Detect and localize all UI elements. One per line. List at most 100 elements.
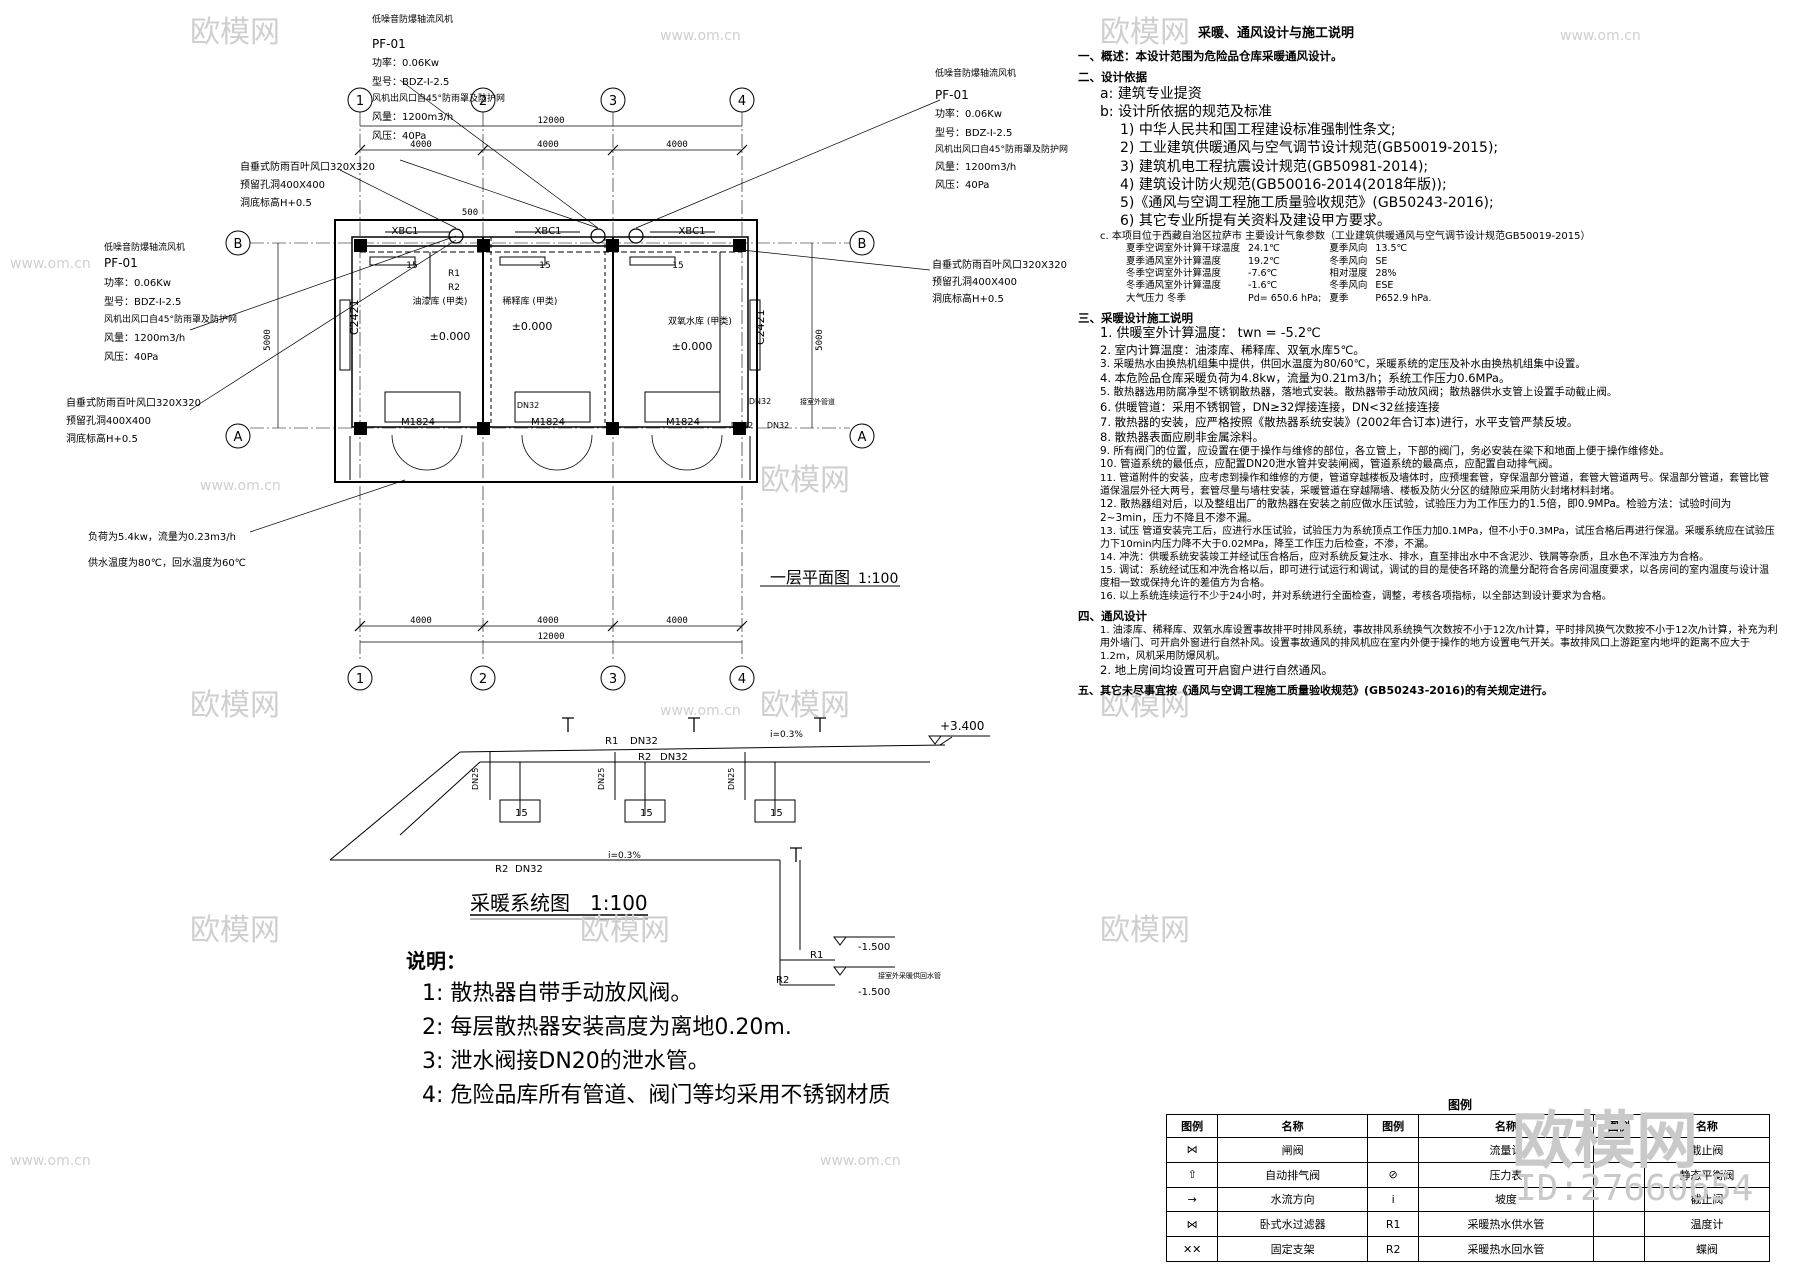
window-xbc1-1: XBC1 (392, 226, 419, 237)
room-3-name: 双氧水库 (甲类) (668, 315, 732, 327)
elev-bottom-2: -1.500 (858, 987, 890, 998)
svg-text:低噪音防爆轴流风机: 低噪音防爆轴流风机 (372, 13, 453, 25)
sys-dn32-2: DN32 (660, 752, 688, 763)
axis-4-top: 4 (738, 94, 746, 109)
door-m1824-2: M1824 (531, 417, 565, 428)
axis-3-top: 3 (609, 94, 617, 109)
heat-13: 13. 试压 管道安装完工后，应进行水压试验，试验压力为系统顶点工作压力加0.1… (1100, 526, 1775, 551)
watermark-site-layer: www.om.cn www.om.cn www.om.cn www.om.cn … (10, 28, 1641, 1169)
svg-text:欧模网: 欧模网 (580, 913, 670, 948)
svg-text:低噪音防爆轴流风机: 低噪音防爆轴流风机 (104, 241, 185, 253)
dim-span-2: 4000 (537, 140, 559, 150)
sys-dn25-3: DN25 (727, 768, 736, 790)
axis-2-bottom: 2 (479, 672, 487, 687)
svg-text:自垂式防雨百叶风口320X320: 自垂式防雨百叶风口320X320 (240, 160, 375, 173)
svg-text:风量：1200m3/h: 风量：1200m3/h (104, 332, 185, 344)
dim-span-3-bottom: 4000 (666, 616, 688, 626)
room-2-level: ±0.000 (512, 320, 553, 333)
axis-b-right: B (858, 237, 867, 252)
sys-rad-1: 15 (515, 808, 528, 819)
watermark-id: ID:27660654 (1515, 1168, 1754, 1209)
svg-text:欧模网: 欧模网 (190, 15, 280, 50)
std-2: 2) 工业建筑供暖通风与空气调节设计规范(GB50019-2015); (1120, 140, 1499, 157)
sys-r2-entry: R2 (776, 975, 789, 986)
pipe-dn32-3: DN32 (731, 421, 753, 430)
svg-text:洞底标高H+0.5: 洞底标高H+0.5 (240, 196, 312, 209)
louver-callout-a: 自垂式防雨百叶风口320X320 预留孔洞400X400 洞底标高H+0.5 (240, 160, 375, 209)
svg-text:自垂式防雨百叶风口320X320: 自垂式防雨百叶风口320X320 (66, 396, 201, 409)
svg-text:洞底标高H+0.5: 洞底标高H+0.5 (932, 292, 1004, 305)
svg-text:欧模网: 欧模网 (190, 913, 280, 948)
slope-top: i=0.3% (770, 730, 803, 740)
system-scale: 1:100 (590, 891, 648, 915)
dim-depth-left: 5000 (263, 329, 273, 351)
dim-span-1: 4000 (410, 140, 432, 150)
axis-1-top: 1 (356, 94, 364, 109)
floor-plan (189, 79, 941, 660)
heat-1: 1. 供暖室外计算温度： twn = -5.2℃ (1100, 325, 1321, 341)
svg-text:型号：BDZ-I-2.5: 型号：BDZ-I-2.5 (372, 75, 449, 88)
std-5: 5)《通风与空调工程施工质量验收规范》(GB50243-2016); (1120, 194, 1494, 211)
room-1-name: 油漆库 (甲类) (413, 295, 468, 307)
elev-top: +3.400 (940, 719, 984, 733)
sys-rad-2: 15 (640, 808, 653, 819)
svg-text:欧模网: 欧模网 (1100, 913, 1190, 948)
general-note-3: 3: 泄水阀接DN20的泄水管。 (422, 1049, 710, 1075)
general-note-2: 2: 每层散热器安装高度为离地0.20m. (422, 1015, 792, 1041)
notes-b: b: 设计所依据的规范及标准 (1100, 103, 1273, 120)
plan-scale: 1:100 (858, 571, 898, 587)
svg-text:www.om.cn: www.om.cn (1560, 28, 1641, 44)
window-xbc1-2: XBC1 (535, 226, 562, 237)
heat-4: 4. 本危险品仓库采暖负荷为4.8kw，流量为0.21m3/h；系统工作压力0.… (1100, 371, 1511, 386)
svg-text:预留孔洞400X400: 预留孔洞400X400 (240, 178, 325, 191)
side-window-left: C2421 (348, 299, 361, 335)
svg-text:www.om.cn: www.om.cn (200, 478, 281, 494)
louver-callout-c: 自垂式防雨百叶风口320X320 预留孔洞400X400 洞底标高H+0.5 (66, 396, 201, 445)
svg-text:欧模网: 欧模网 (190, 688, 280, 723)
svg-text:预留孔洞400X400: 预留孔洞400X400 (932, 275, 1017, 288)
sys-r1-label: R1 (605, 736, 618, 747)
pipe-dn32-4: DN32 (767, 421, 789, 430)
heat-12: 12. 散热器组对后，以及整组出厂的散热器在安装之前应做水压试验，试验压力为工作… (1100, 498, 1732, 524)
heat-14: 14. 冲洗：供暖系统安装竣工并经试压合格后，应对系统反复注水、排水，直至排出水… (1100, 552, 1710, 564)
stop-valve-icon (1592, 1137, 1645, 1163)
std-6: 6) 其它专业所提有关资料及建设甲方要求。 (1120, 213, 1391, 230)
balance-valve-icon (1592, 1161, 1645, 1188)
sys-r2-bottom: R2 (495, 864, 508, 875)
heat-5: 5. 散热器选用防腐净型不锈钢散热器，落地式安装。散热器带手动放风阀；散热器供水… (1100, 386, 1618, 399)
sys-dn32-3: DN32 (515, 864, 543, 875)
notes-a: a: 建筑专业提资 (1100, 85, 1202, 102)
heat-7: 7. 散热器的安装，应严格按照《散热器系统安装》(2002年合订本)进行，水平支… (1100, 414, 1579, 429)
general-note-4: 4: 危险品库所有管道、阀门等均采用不锈钢材质 (422, 1083, 891, 1109)
watermark-logo: 欧模网 (1512, 1104, 1699, 1177)
svg-text:欧模网: 欧模网 (1100, 15, 1190, 50)
butterfly-valve-icon (1592, 1236, 1645, 1262)
axis-b-left: B (234, 237, 243, 252)
vent-1: 1. 油漆库、稀释库、双氧水库设置事故排平时排风系统，事故排风系统换气次数按不小… (1100, 625, 1778, 663)
elev-bottom-1: -1.500 (858, 942, 890, 953)
dim-depth-right: 5000 (815, 329, 825, 351)
heat-8: 8. 散热器表面应刷非金属涂料。 (1100, 429, 1265, 444)
svg-text:型号：BDZ-I-2.5: 型号：BDZ-I-2.5 (104, 295, 181, 308)
svg-text:www.om.cn: www.om.cn (820, 1153, 901, 1169)
std-1: 1) 中华人民共和国工程建设标准强制性条文; (1120, 122, 1396, 139)
axis-a-left: A (234, 430, 243, 445)
room-2-name: 稀释库 (甲类) (503, 295, 558, 307)
flow-meter-icon (1366, 1137, 1420, 1163)
notes-c: c. 本项目位于西藏自治区拉萨市 主要设计气象参数（工业建筑供暖通风与空气调节设… (1100, 231, 1591, 243)
notes-section-5: 五、其它未尽事宜按《通风与空调工程施工质量验收规范》(GB50243-2016)… (1078, 684, 1553, 698)
design-notes: 采暖、通风设计与施工说明 一、概述：本设计范围为危险品仓库采暖通风设计。 二、设… (1078, 26, 1778, 699)
sys-r2-label: R2 (638, 752, 651, 763)
axis-a-right: A (858, 430, 867, 445)
svg-text:功率：0.06Kw: 功率：0.06Kw (104, 276, 171, 289)
sys-dn32-1: DN32 (630, 736, 658, 747)
svg-text:风压：40Pa: 风压：40Pa (104, 351, 158, 363)
svg-text:负荷为5.4kw，流量为0.23m3/h: 负荷为5.4kw，流量为0.23m3/h (88, 530, 236, 543)
window-xbc1-3: XBC1 (679, 226, 706, 237)
general-notes-head: 说明： (406, 949, 466, 973)
svg-text:低噪音防爆轴流风机: 低噪音防爆轴流风机 (935, 67, 1016, 79)
svg-text:风压：40Pa: 风压：40Pa (372, 130, 426, 142)
pipe-dn32-1: DN32 (517, 401, 539, 410)
door-m1824-1: M1824 (401, 417, 435, 428)
heat-15: 15. 调试：系统经试压和冲洗合格以后，即可进行试运行和调试，调试的目的是使各环… (1100, 565, 1770, 590)
